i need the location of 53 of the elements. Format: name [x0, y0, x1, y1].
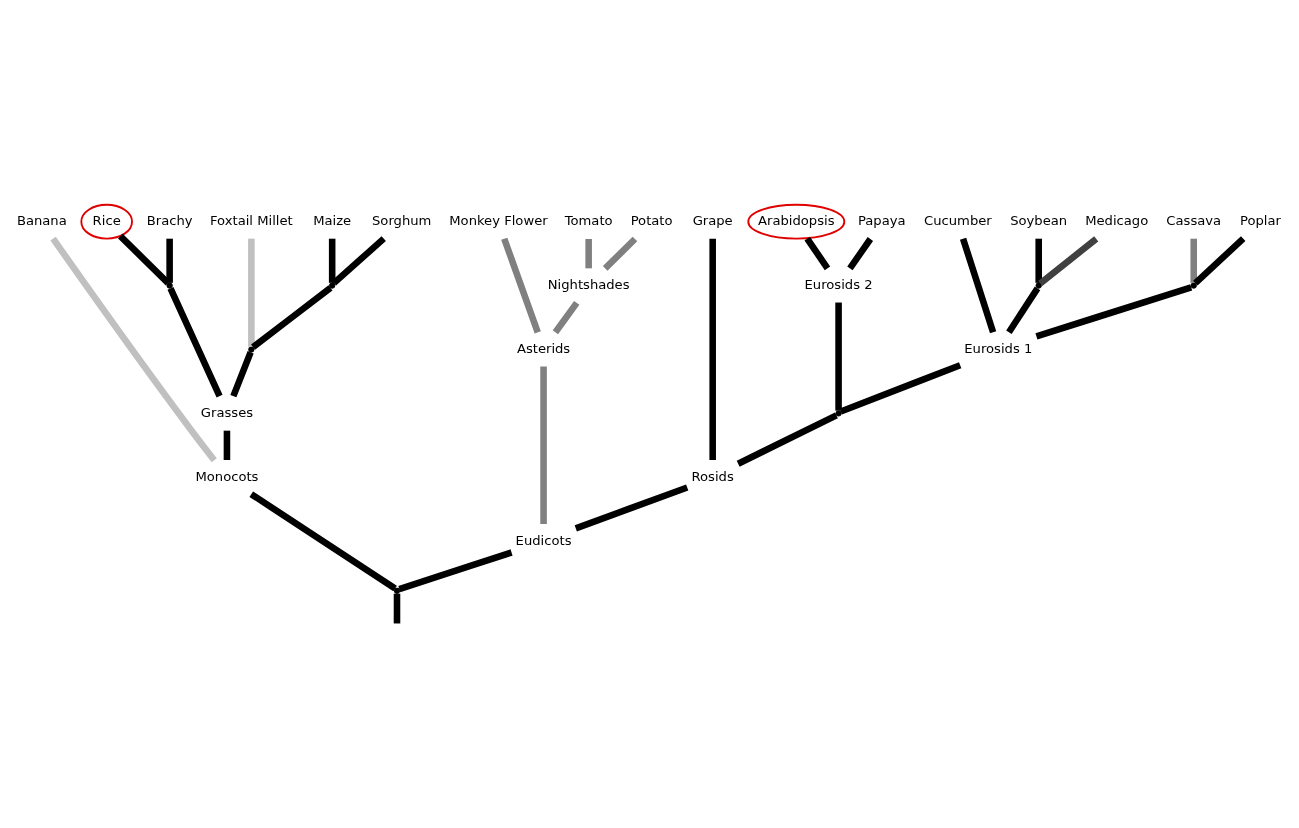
- connector: [167, 286, 223, 398]
- node-point: [393, 587, 401, 594]
- connector: [552, 300, 580, 334]
- node-ellipse: Rice: [80, 203, 133, 239]
- node-text: Brachy: [146, 212, 193, 228]
- node-text: Sorghum: [372, 212, 432, 228]
- node-point: [248, 345, 255, 353]
- node-point: [166, 281, 173, 289]
- node-text: Maize: [313, 212, 352, 228]
- node-point: [835, 409, 842, 416]
- node-text: Asterids: [516, 340, 571, 356]
- connector: [501, 237, 541, 333]
- node-text: Cassava: [1166, 212, 1222, 228]
- node-text: Monkey Flower: [449, 212, 548, 228]
- connector: [398, 548, 513, 592]
- node-text: Tomato: [564, 212, 613, 228]
- node-text: Soybean: [1010, 212, 1068, 228]
- connector: [249, 490, 397, 591]
- connector: [230, 350, 254, 397]
- node-text: Cucumber: [924, 212, 992, 228]
- node-text: Nightshades: [547, 276, 630, 292]
- connector: [1006, 286, 1041, 334]
- node-point: [1035, 281, 1042, 289]
- node-text: Grape: [692, 212, 733, 228]
- connector: [847, 236, 874, 270]
- connector: [839, 361, 962, 415]
- connector: [251, 284, 333, 350]
- node-text: Monocots: [195, 468, 259, 484]
- node-ellipse: Arabidopsis: [747, 203, 846, 239]
- connector: [1193, 235, 1246, 285]
- connector: [331, 235, 386, 286]
- node-text: Eudicots: [515, 532, 572, 548]
- node-text: Eurosids 2: [804, 276, 873, 292]
- node-text: Grasses: [200, 404, 254, 420]
- node-text: Medicago: [1085, 212, 1149, 228]
- connector: [1035, 283, 1193, 340]
- node-text: Papaya: [858, 212, 906, 228]
- node-text: Eurosids 1: [964, 340, 1033, 356]
- connector: [118, 233, 171, 285]
- connector: [1038, 235, 1099, 286]
- node-text: Poplar: [1239, 212, 1281, 228]
- node-text: Banana: [16, 212, 67, 228]
- connector: [804, 236, 831, 270]
- node-text: Potato: [630, 212, 673, 228]
- connector: [574, 483, 689, 531]
- connector: [602, 236, 638, 271]
- connector: [959, 237, 997, 333]
- node-text: Rosids: [691, 468, 734, 484]
- node-point: [1190, 281, 1197, 289]
- connector: [736, 411, 838, 467]
- connector: [50, 236, 217, 462]
- node-point: [329, 281, 336, 289]
- node-text: Foxtail Millet: [210, 212, 293, 228]
